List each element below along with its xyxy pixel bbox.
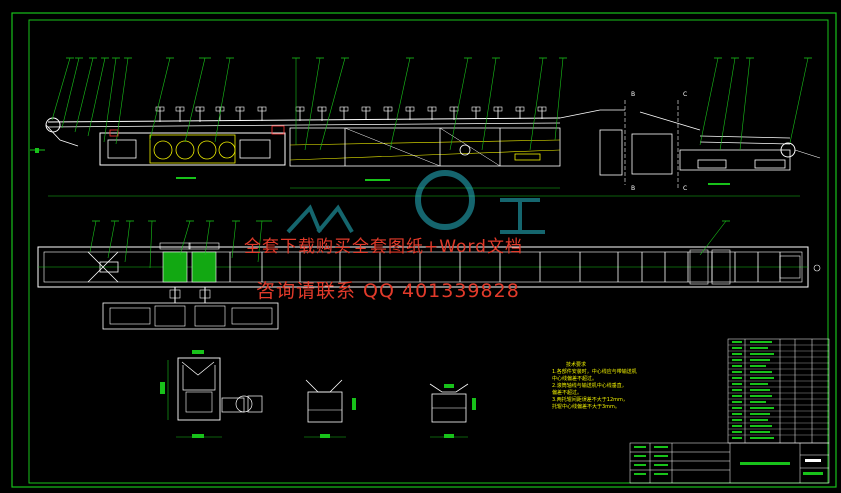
notes-line-1: 1.各部件安装时，中心线应与带输送机 bbox=[552, 369, 637, 375]
parts-list-table bbox=[727, 338, 830, 444]
title-block bbox=[629, 442, 830, 484]
drive-pulley-2 bbox=[191, 251, 217, 283]
notes-line-5: 3.两托辊间距误差不大于12mm， bbox=[552, 397, 628, 403]
conveyor-elevation-view bbox=[30, 100, 821, 197]
watermark-line-2: 咨询请联系 QQ 401339828 bbox=[256, 280, 520, 302]
section-view-c bbox=[429, 383, 476, 438]
notes-line-4: 偏差不超过。 bbox=[552, 390, 583, 396]
watermark-logo bbox=[286, 170, 545, 234]
part-leaders-top bbox=[51, 57, 809, 151]
section-mark-b-bottom: B bbox=[631, 185, 635, 192]
notes-line-2: 中心线偏差不超过。 bbox=[552, 376, 598, 382]
notes-title: 技术要求 bbox=[566, 362, 587, 368]
title-block-marks bbox=[634, 446, 823, 475]
section-view-b bbox=[304, 379, 356, 438]
notes-line-6: 托辊中心线偏差不大于3mm。 bbox=[552, 404, 620, 410]
part-leaders-plan bbox=[89, 220, 730, 269]
technical-notes: 技术要求 1.各部件安装时，中心线应与带输送机 中心线偏差不超过。 2.滚筒轴线… bbox=[552, 362, 637, 411]
conveyor-plan-view bbox=[37, 242, 821, 330]
section-mark-c-bottom: C bbox=[683, 185, 687, 192]
section-marks: B C B C bbox=[631, 91, 687, 192]
inner-border bbox=[28, 19, 829, 484]
parts-list-rows bbox=[728, 344, 829, 436]
section-mark-c-top: C bbox=[683, 91, 687, 98]
outer-border bbox=[11, 12, 837, 488]
drive-pulley-1 bbox=[162, 251, 188, 283]
parts-list-text-marks bbox=[732, 341, 774, 439]
section-mark-b-top: B bbox=[631, 91, 635, 98]
watermark-line-1: 全套下载购买全套图纸+Word文档 bbox=[244, 237, 523, 257]
notes-line-3: 2.滚筒轴线与输送机中心线垂直， bbox=[552, 383, 627, 389]
section-view-drive bbox=[160, 350, 263, 438]
